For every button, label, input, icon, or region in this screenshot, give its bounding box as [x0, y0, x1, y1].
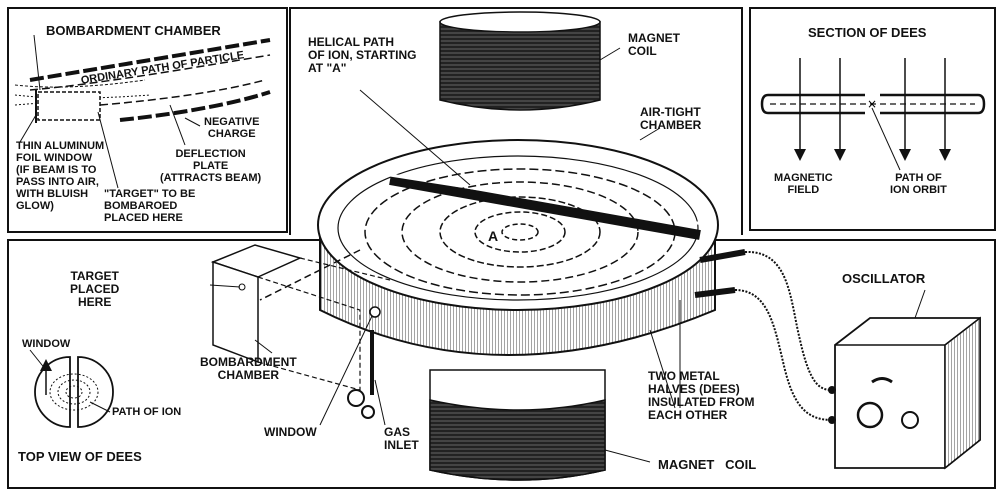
label-point-a: A [488, 228, 499, 244]
vacuum-chamber [259, 89, 746, 426]
svg-text:×: × [867, 97, 877, 111]
label-target-bombarded: "TARGET" TO BE BOMBAROED PLACED HERE [104, 188, 196, 224]
top-left-panel [7, 7, 288, 233]
label-path-of-ion: PATH OF ION [112, 406, 182, 418]
label-negative-charge: NEGATIVE CHARGE [204, 116, 260, 140]
label-foil-window: THIN ALUMINUM FOIL WINDOW (IF BEAM IS TO… [16, 140, 105, 212]
magnet-coil-bottom-art [429, 369, 651, 481]
label-magnetic-field: MAGNETIC FIELD [774, 172, 833, 196]
label-gas-inlet: GAS INLET [384, 425, 419, 452]
label-magnet-coil-bottom: MAGNET COIL [658, 457, 757, 472]
label-top-view-of-dees: TOP VIEW OF DEES [18, 449, 142, 464]
label-window-left: WINDOW [22, 338, 71, 350]
label-section-of-dees: SECTION OF DEES [808, 25, 927, 40]
label-magnet-coil-top: MAGNET COIL [628, 31, 680, 58]
label-bombardment-chamber-top: BOMBARDMENT CHAMBER [46, 23, 221, 38]
top-right-panel [749, 7, 996, 231]
magnet-coil-top-art [439, 11, 621, 111]
label-two-metal-halves: TWO METAL HALVES (DEES) INSULATED FROM E… [648, 369, 755, 422]
center-panel-border [289, 7, 743, 235]
label-helical-path: HELICAL PATH OF ION, STARTING AT "A" [308, 35, 417, 75]
label-deflection-plate: DEFLECTION PLATE (ATTRACTS BEAM) [160, 148, 262, 184]
label-bombardment-chamber-mid: BOMBARDMENT CHAMBER [200, 355, 297, 382]
label-path-of-ion-orbit: PATH OF ION ORBIT [890, 172, 947, 196]
inset-section-dees: × [760, 58, 986, 171]
inset-bombardment [14, 34, 271, 189]
bombardment-chamber-box [209, 244, 391, 391]
label-air-tight-chamber: AIR-TIGHT CHAMBER [640, 105, 702, 132]
label-target-placed-here: TARGET PLACED HERE [70, 269, 120, 309]
top-view-dees-art [29, 349, 114, 428]
oscillator-art [734, 250, 981, 470]
label-window-bottom: WINDOW [264, 425, 317, 439]
label-oscillator: OSCILLATOR [842, 271, 926, 286]
